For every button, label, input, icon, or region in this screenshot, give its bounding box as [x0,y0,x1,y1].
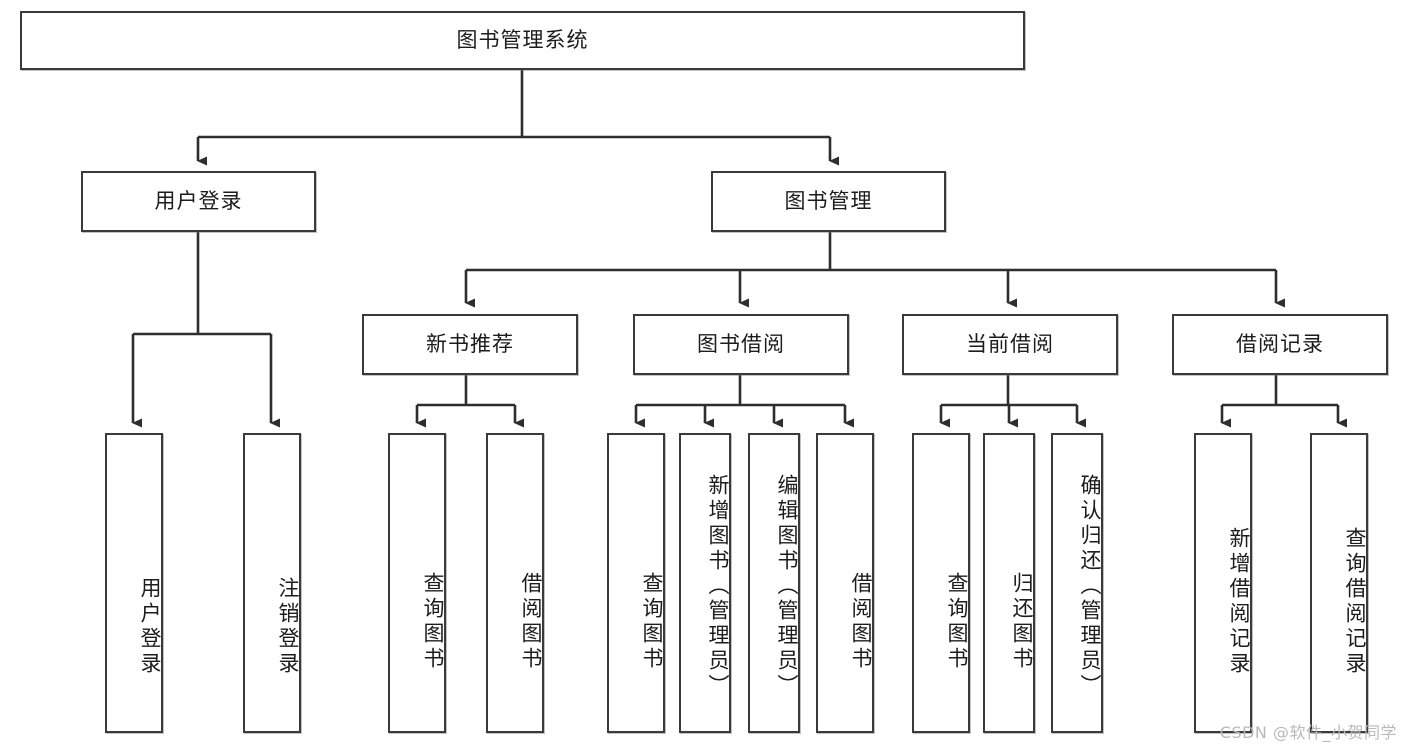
leaf-edit-book-label: 编辑图书（管理员） [775,473,799,699]
leaf-return-book[interactable]: 归还图书 [983,433,1035,733]
node-current-borrow-label: 当前借阅 [966,331,1054,356]
leaf-user-login[interactable]: 用户登录 [105,433,163,733]
leaf-borrow-book-1[interactable]: 借阅图书 [486,433,544,733]
leaf-query-record-label: 查询借阅记录 [1343,527,1367,677]
leaf-query-book-3[interactable]: 查询图书 [912,433,970,733]
node-user-login[interactable]: 用户登录 [81,171,316,232]
node-new-book-rec[interactable]: 新书推荐 [362,314,578,375]
node-book-borrow-label: 图书借阅 [697,331,785,356]
leaf-logout-login-label: 注销登录 [276,577,300,677]
node-borrow-record[interactable]: 借阅记录 [1172,314,1388,375]
leaf-query-record[interactable]: 查询借阅记录 [1310,433,1368,733]
node-current-borrow[interactable]: 当前借阅 [902,314,1118,375]
node-new-book-rec-label: 新书推荐 [426,331,514,356]
csdn-watermark: CSDN @软件_小贺同学 [1219,723,1397,742]
node-root-label: 图书管理系统 [456,27,589,52]
leaf-confirm-return-label: 确认归还（管理员） [1078,473,1102,699]
leaf-confirm-return[interactable]: 确认归还（管理员） [1051,433,1103,733]
leaf-borrow-book-2[interactable]: 借阅图书 [816,433,874,733]
node-borrow-record-label: 借阅记录 [1236,331,1324,356]
leaf-query-book-1[interactable]: 查询图书 [388,433,446,733]
leaf-query-book-1-label: 查询图书 [421,572,445,672]
leaf-edit-book[interactable]: 编辑图书（管理员） [748,433,800,733]
node-book-borrow[interactable]: 图书借阅 [633,314,849,375]
node-book-manage-label: 图书管理 [784,188,873,213]
node-book-manage[interactable]: 图书管理 [711,171,946,232]
leaf-add-record[interactable]: 新增借阅记录 [1194,433,1252,733]
leaf-add-record-label: 新增借阅记录 [1227,527,1251,677]
leaf-query-book-3-label: 查询图书 [945,572,969,672]
node-root[interactable]: 图书管理系统 [20,11,1025,70]
leaf-user-login-label: 用户登录 [138,577,162,677]
leaf-return-book-label: 归还图书 [1010,572,1034,672]
leaf-add-book-label: 新增图书（管理员） [706,473,730,699]
node-user-login-label: 用户登录 [154,188,243,213]
leaf-borrow-book-1-label: 借阅图书 [519,572,543,672]
leaf-logout-login[interactable]: 注销登录 [243,433,301,733]
leaf-query-book-2-label: 查询图书 [640,572,664,672]
leaf-add-book[interactable]: 新增图书（管理员） [679,433,731,733]
leaf-borrow-book-2-label: 借阅图书 [849,572,873,672]
leaf-query-book-2[interactable]: 查询图书 [607,433,665,733]
